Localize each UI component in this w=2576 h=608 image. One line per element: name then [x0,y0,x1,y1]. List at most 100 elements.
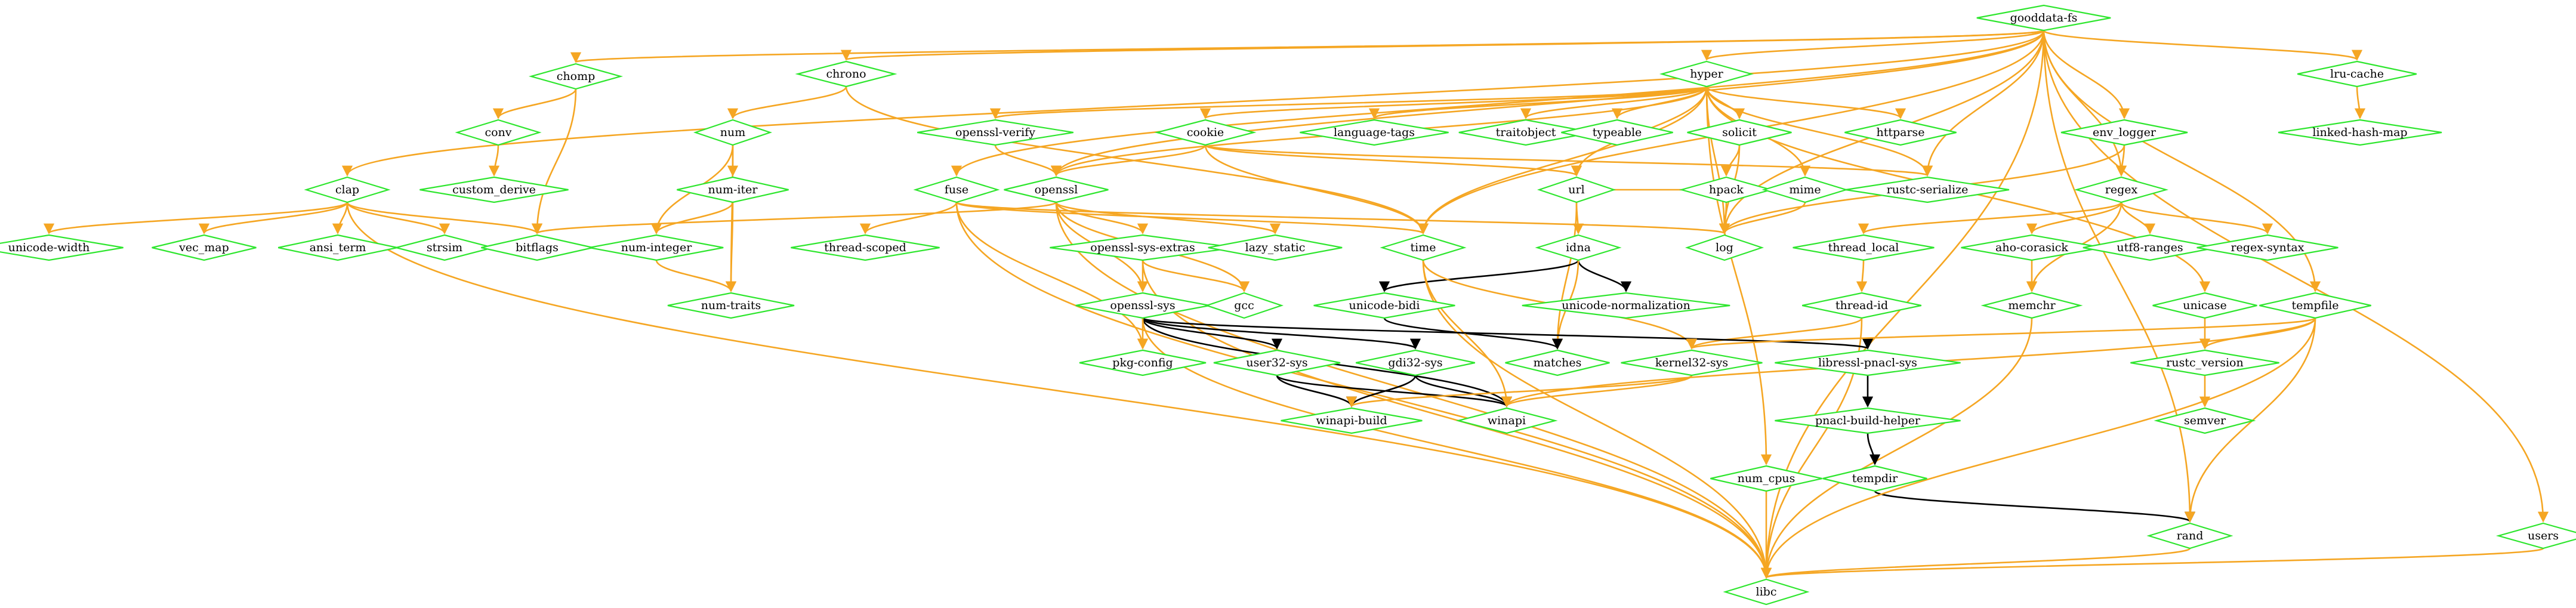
node-kernel32-sys: kernel32-sys [1621,349,1763,376]
node-strsim: strsim [393,234,496,261]
node-unicode-bidi: unicode-bidi [1313,292,1455,319]
node-label: conv [485,126,511,139]
node-num_cpus: num_cpus [1710,465,1822,492]
node-matches: matches [1505,349,1610,376]
node-diamond [1300,119,1449,146]
node-tempdir: tempdir [1822,465,1927,492]
node-label: language-tags [1334,126,1415,139]
node-diamond [1505,349,1610,376]
node-typeable: typeable [1561,119,1673,146]
node-diamond [2154,407,2256,434]
edge-time-to-libc [1422,260,1772,579]
node-diamond [795,60,897,88]
node-diamond [1154,119,1257,146]
edge-kernel32-sys-to-winapi-build [1346,374,1693,408]
node-label: openssl [1035,183,1078,196]
node-diamond [589,234,724,261]
node-diamond [1976,4,2111,32]
node-cookie: cookie [1154,119,1257,146]
node-diamond [1621,349,1763,376]
node-diamond [481,234,593,261]
node-language-tags: language-tags [1300,119,1449,146]
edge-users-to-libc [1761,547,2544,579]
edge-hyper-to-openssl-verify [990,85,1708,119]
node-diamond [1537,176,1616,203]
node-diamond [1710,465,1822,492]
node-diamond [2152,292,2257,319]
node-label: httparse [1876,126,1924,139]
edge-regex-to-thread_local [1858,201,2122,234]
node-label: winapi-build [1316,414,1387,427]
edge-idna-to-unicode-normalization [1577,260,1632,292]
node-regex: regex [2074,176,2169,203]
edge-cookie-to-openssl [1051,144,1207,177]
node-label: gcc [1234,299,1254,312]
node-openssl-verify: openssl-verify [917,119,1073,146]
node-label: bitflags [516,241,559,254]
node-label: idna [1566,241,1591,254]
node-label: cookie [1187,126,1224,139]
edge-chrono-to-num [727,86,847,119]
node-label: unicase [2183,299,2227,312]
node-label: regex [2105,183,2138,196]
node-label: mime [1789,183,1821,196]
edge-tempfile-to-libc [1760,317,2316,579]
node-label: openssl-verify [955,126,1035,139]
node-winapi-build: winapi-build [1281,407,1423,434]
node-label: rustc_version [2166,356,2243,369]
node-label: openssl-sys [1110,299,1175,312]
node-diamond [277,234,398,261]
edge-openssl-to-libc [1055,202,1772,579]
node-diamond [0,234,124,261]
edge-openssl-to-lazy_static [1055,201,1281,234]
node-label: libressl-pnacl-sys [1818,356,1917,369]
edge-gooddata-fs-to-users [2043,30,2549,523]
edge-regex-to-aho-corasick [2026,202,2122,234]
node-openssl-sys-extras: openssl-sys-extras [1050,234,1236,261]
node-diamond [2259,292,2371,319]
edge-openssl-sys-to-gdi32-sys [1142,317,1421,350]
node-thread_local: thread_local [1793,234,1935,261]
node-label: clap [335,183,359,196]
node-diamond [2495,522,2576,550]
node-label: hyper [1690,67,1723,81]
node-diamond [1775,349,1961,376]
node-diamond [1723,578,1810,606]
node-diamond [1961,234,2103,261]
node-ansi_term: ansi_term [277,234,398,261]
node-semver: semver [2154,407,2256,434]
node-diamond [2060,119,2188,146]
node-diamond [2297,60,2417,88]
node-diamond [1458,119,1593,146]
node-bitflags: bitflags [481,234,593,261]
node-diamond [152,234,257,261]
node-label: hpack [1709,183,1744,196]
edge-clap-to-strsim [346,202,450,234]
edge-hyper-to-cookie [1200,85,1708,119]
node-hyper: hyper [1659,60,1754,88]
node-num-integer: num-integer [589,234,724,261]
node-label: url [1568,183,1584,196]
node-diamond [1213,349,1341,376]
node-idna: idna [1535,234,1622,261]
node-diamond [1380,234,1467,261]
node-label: aho-corasick [1995,241,2068,254]
node-label: unicode-bidi [1349,299,1420,312]
node-regex-syntax: regex-syntax [2196,234,2339,261]
node-label: num-traits [701,299,761,312]
node-diamond [1455,407,1558,434]
node-diamond [1075,292,1210,319]
node-user32-sys: user32-sys [1213,349,1341,376]
node-label: ansi_term [310,241,366,254]
node-utf8-ranges: utf8-ranges [2083,234,2217,261]
node-log: log [1685,234,1764,261]
edge-gooddata-fs-to-lru-cache [2043,29,2362,61]
node-diamond [1822,465,1927,492]
edge-gooddata-fs-to-rustc-serialize [1921,30,2045,177]
node-mime: mime [1761,176,1849,203]
edge-clap-to-vec_map [199,202,348,234]
node-lru-cache: lru-cache [2297,60,2417,88]
node-label: num [720,126,746,139]
edge-cookie-to-url [1204,144,1582,177]
node-gooddata-fs: gooddata-fs [1976,4,2111,32]
